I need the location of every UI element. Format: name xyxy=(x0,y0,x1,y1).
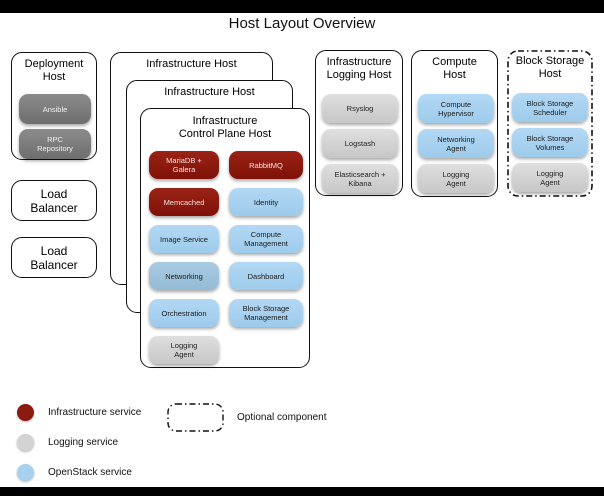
service-compute-management: Compute Management xyxy=(229,225,303,253)
service-networking: Networking xyxy=(149,262,219,290)
service-orchestration: Orchestration xyxy=(149,299,219,327)
service-ansible: Ansible xyxy=(19,94,91,124)
openstack-service-swatch xyxy=(17,464,34,481)
service-block-storage-management: Block Storage Management xyxy=(229,299,303,327)
service-logging-agent: Logging Agent xyxy=(512,163,588,192)
host-title: Infrastructure Host xyxy=(146,58,237,70)
compute-host-services: Compute Hypervisor Networking Agent Logg… xyxy=(418,94,494,193)
host-title: Infrastructure Host xyxy=(164,86,255,98)
infrastructure-logging-host-box: Infrastructure Logging Host Rsyslog Logs… xyxy=(315,50,403,196)
legend-item-optional-component: Optional component xyxy=(167,403,327,432)
legend-item-infrastructure-service: Infrastructure service xyxy=(17,404,141,421)
service-compute-hypervisor: Compute Hypervisor xyxy=(418,94,494,123)
legend-item-logging-service: Logging service xyxy=(17,434,118,451)
host-title: Deployment Host xyxy=(24,58,84,83)
legend-label: Infrastructure service xyxy=(48,407,142,418)
service-mariadb-galera: MariaDB + Galera xyxy=(149,151,219,179)
optional-component-swatch xyxy=(167,403,224,432)
infrastructure-control-plane-host-box: Infrastructure Control Plane Host MariaD… xyxy=(140,108,310,368)
service-block-storage-scheduler: Block Storage Scheduler xyxy=(512,93,588,122)
block-storage-services: Block Storage Scheduler Block Storage Vo… xyxy=(512,93,588,192)
service-rpc-repository: RPC Repository xyxy=(19,129,91,159)
service-rsyslog: Rsyslog xyxy=(322,94,398,123)
infrastructure-service-swatch xyxy=(17,404,34,421)
logging-service-swatch xyxy=(17,434,34,451)
logging-host-services: Rsyslog Logstash Elasticsearch + Kibana xyxy=(322,94,398,193)
host-title: Load Balancer xyxy=(30,243,78,272)
legend-item-openstack-service: OpenStack service xyxy=(17,464,132,481)
bottom-letterbox-bar xyxy=(0,487,604,496)
diagram-title: Host Layout Overview xyxy=(228,15,376,32)
service-identity: Identity xyxy=(229,188,303,216)
host-title: Infrastructure Logging Host xyxy=(326,56,392,81)
service-rabbitmq: RabbitMQ xyxy=(229,151,303,179)
host-title: Compute Host xyxy=(432,56,477,81)
legend-label: Optional component xyxy=(237,412,327,423)
block-storage-host-box-optional: Block Storage Host Block Storage Schedul… xyxy=(507,50,593,197)
load-balancer-box-1: Load Balancer xyxy=(11,180,97,221)
service-image-service: Image Service xyxy=(149,225,219,253)
legend-label: OpenStack service xyxy=(48,467,132,478)
service-logging-agent: Logging Agent xyxy=(149,336,219,364)
control-plane-services: MariaDB + Galera RabbitMQ Memcached Iden… xyxy=(149,151,303,364)
service-dashboard: Dashboard xyxy=(229,262,303,290)
service-networking-agent: Networking Agent xyxy=(418,129,494,158)
top-letterbox-bar xyxy=(0,0,604,13)
service-memcached: Memcached xyxy=(149,188,219,216)
service-elasticsearch-kibana: Elasticsearch + Kibana xyxy=(322,164,398,193)
load-balancer-box-2: Load Balancer xyxy=(11,237,97,278)
compute-host-box: Compute Host Compute Hypervisor Networki… xyxy=(411,50,498,197)
deployment-services: Ansible RPC Repository xyxy=(19,94,91,159)
legend-label: Logging service xyxy=(48,437,119,448)
service-logging-agent: Logging Agent xyxy=(418,164,494,193)
service-block-storage-volumes: Block Storage Volumes xyxy=(512,128,588,157)
host-title: Load Balancer xyxy=(30,186,78,215)
deployment-host-box: Deployment Host Ansible RPC Repository xyxy=(11,52,97,160)
host-title: Block Storage Host xyxy=(515,55,585,80)
host-title: Infrastructure Control Plane Host xyxy=(178,115,272,140)
service-logstash: Logstash xyxy=(322,129,398,158)
